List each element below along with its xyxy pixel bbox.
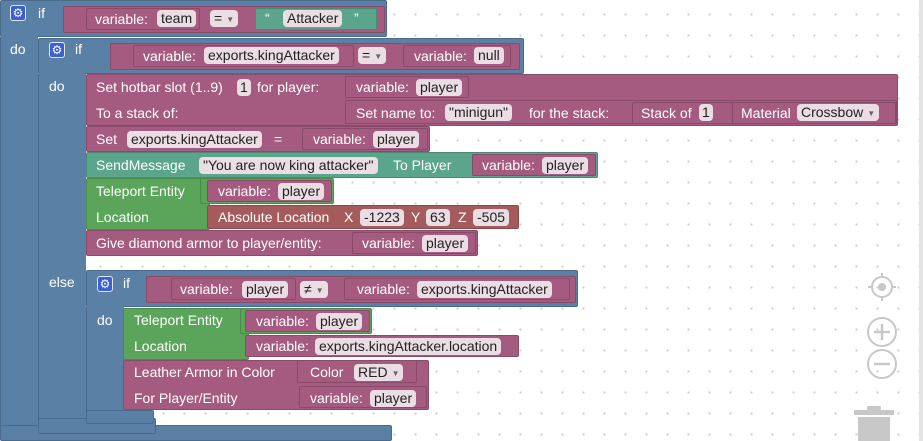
set-name-label: Set name to: xyxy=(356,105,436,121)
if-keyword: if xyxy=(123,275,130,291)
teleport-entity-block[interactable] xyxy=(123,308,249,360)
set-label: Set xyxy=(96,131,118,147)
do-keyword: do xyxy=(10,41,26,57)
if-keyword: if xyxy=(38,5,45,21)
variable-name-player[interactable]: player xyxy=(370,390,417,407)
x-coordinate-value[interactable]: -1223 xyxy=(360,209,404,226)
else-if-spine xyxy=(86,306,124,416)
z-label: Z xyxy=(458,209,467,225)
quote-open: “ xyxy=(265,10,270,26)
do-keyword: do xyxy=(97,312,113,328)
absolute-location-label: Absolute Location xyxy=(218,209,330,225)
stack-of-text: Stack of xyxy=(641,105,692,121)
do-keyword: do xyxy=(49,78,65,94)
variable-name-king-attacker[interactable]: exports.kingAttacker xyxy=(204,47,339,64)
material-dropdown[interactable]: Crossbow▼ xyxy=(797,104,880,121)
else-keyword: else xyxy=(49,274,75,290)
variable-name-player[interactable]: player xyxy=(422,235,469,252)
outer-if-spine xyxy=(0,36,38,434)
if-keyword: if xyxy=(75,41,82,57)
inner-if-spine xyxy=(38,73,86,423)
diamond-armor-label: Give diamond armor to player/entity: xyxy=(96,235,322,251)
teleport-entity-label: Teleport Entity xyxy=(134,312,223,328)
message-text-value[interactable]: "You are now king attacker" xyxy=(199,157,378,174)
item-name-value[interactable]: "minigun" xyxy=(445,104,512,121)
trash-icon[interactable] xyxy=(852,405,896,441)
variable-label: variable: xyxy=(362,235,415,251)
variable-label: variable: xyxy=(256,338,309,354)
variable-name-team[interactable]: team xyxy=(157,10,197,27)
gear-icon[interactable]: ⚙ xyxy=(97,276,113,292)
variable-name-player[interactable]: player xyxy=(316,313,363,330)
teleport-entity-label: Teleport Entity xyxy=(96,183,185,199)
variable-label: variable: xyxy=(313,131,366,147)
color-dropdown[interactable]: RED▼ xyxy=(354,364,404,381)
variable-label: variable: xyxy=(414,48,467,64)
send-message-label: SendMessage xyxy=(96,157,186,173)
location-label: Location xyxy=(134,338,187,354)
to-player-label: To Player xyxy=(393,157,452,173)
gear-icon[interactable]: ⚙ xyxy=(10,5,26,21)
variable-label: variable: xyxy=(356,79,409,95)
variable-label: variable: xyxy=(95,11,148,27)
teleport-entity-block[interactable] xyxy=(86,178,210,230)
color-label: Color xyxy=(310,364,344,380)
variable-label: variable: xyxy=(310,390,363,406)
variable-name-player[interactable]: player xyxy=(416,79,463,96)
gear-icon[interactable]: ⚙ xyxy=(49,42,65,58)
for-player-label: for player: xyxy=(257,79,320,95)
stack-of-label: To a stack of: xyxy=(96,105,179,121)
for-player-entity-label: For Player/Entity xyxy=(134,390,238,406)
x-label: X xyxy=(344,209,354,225)
right-edge-strip xyxy=(919,0,923,441)
for-stack-label: for the stack: xyxy=(529,105,610,121)
material-label: Material xyxy=(741,105,791,121)
variable-label: variable: xyxy=(482,157,535,173)
string-attacker[interactable]: Attacker xyxy=(283,10,343,27)
variable-name-player[interactable]: player xyxy=(242,281,289,298)
operator-equals-dropdown[interactable]: =▼ xyxy=(358,47,387,64)
variable-name-location[interactable]: exports.kingAttacker.location xyxy=(315,338,502,355)
operator-equals-dropdown[interactable]: =▼ xyxy=(210,10,239,27)
variable-name-player[interactable]: player xyxy=(373,131,420,148)
y-coordinate-value[interactable]: 63 xyxy=(426,209,450,226)
hotbar-slot-value[interactable]: 1 xyxy=(237,79,251,96)
variable-name-null[interactable]: null xyxy=(474,47,504,64)
crosshair-icon[interactable] xyxy=(867,272,897,302)
variable-name-king-attacker[interactable]: exports.kingAttacker xyxy=(417,281,552,298)
variable-label: variable: xyxy=(143,48,196,64)
variable-name-player[interactable]: player xyxy=(542,157,589,174)
location-label: Location xyxy=(96,209,149,225)
quote-close: ” xyxy=(354,10,359,26)
y-label: Y xyxy=(411,209,421,225)
else-if-footer xyxy=(86,410,154,424)
hotbar-label: Set hotbar slot (1..9) xyxy=(96,79,223,95)
variable-label: variable: xyxy=(180,281,233,297)
variable-label: variable: xyxy=(357,281,410,297)
variable-label: variable: xyxy=(218,183,271,199)
stack-count-value[interactable]: 1 xyxy=(699,104,713,121)
z-coordinate-value[interactable]: -505 xyxy=(473,209,510,226)
plus-icon[interactable] xyxy=(866,316,898,348)
equals-sign: = xyxy=(274,131,283,147)
leather-armor-label: Leather Armor in Color xyxy=(134,364,275,380)
variable-label: variable: xyxy=(256,313,309,329)
variable-name-player[interactable]: player xyxy=(278,183,325,200)
set-variable-name[interactable]: exports.kingAttacker xyxy=(127,131,262,148)
operator-not-equal-dropdown[interactable]: ≠▼ xyxy=(300,281,328,298)
minus-icon[interactable] xyxy=(866,348,898,380)
